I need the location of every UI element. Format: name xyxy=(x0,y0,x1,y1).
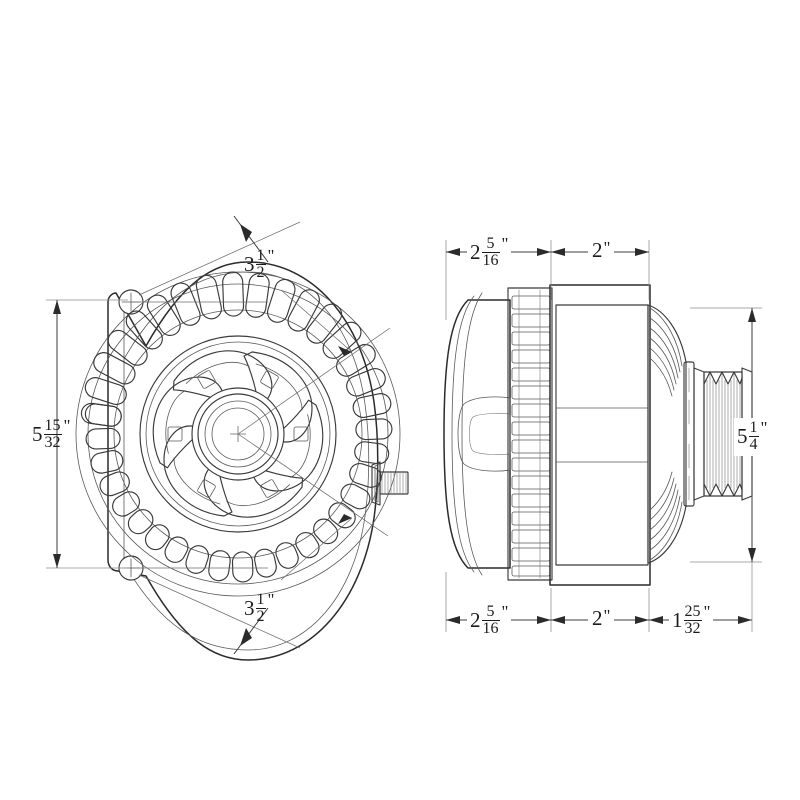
dim-whole: 3 xyxy=(244,252,255,277)
dim-numerator: 5 xyxy=(486,235,495,252)
dim-numerator: 1 xyxy=(749,419,758,436)
dim-unit: " xyxy=(501,234,509,253)
rear-cooling-fins xyxy=(507,287,553,581)
dim-unit: " xyxy=(703,602,711,621)
dim-numerator: 15 xyxy=(44,417,61,434)
dim-denominator: 32 xyxy=(683,620,702,638)
front-view-group xyxy=(75,261,409,661)
dim-numerator: 5 xyxy=(486,603,495,620)
dim-whole: 3 xyxy=(244,596,255,621)
dim-front-bolt-bottom xyxy=(132,514,353,655)
dim-whole: 2 xyxy=(470,608,481,633)
dim-numerator: 1 xyxy=(256,247,265,264)
dim-unit: " xyxy=(603,238,611,257)
dim-denominator: 16 xyxy=(481,620,500,638)
front-center-leaders xyxy=(237,327,391,537)
dim-unit: " xyxy=(603,606,611,625)
rear-end-cover xyxy=(443,292,511,576)
dim-front-bolt-top xyxy=(132,215,353,356)
dim-label-side-top-seg2: 2" xyxy=(588,238,615,262)
dim-whole: 5 xyxy=(737,424,748,449)
dim-denominator: 32 xyxy=(43,434,62,452)
dim-unit: " xyxy=(267,246,275,265)
dim-front-overall-height xyxy=(46,299,128,569)
dim-denominator: 2 xyxy=(255,608,266,626)
housing-flange-outline xyxy=(107,261,379,661)
dim-denominator: 4 xyxy=(748,436,759,454)
dim-unit: " xyxy=(760,418,768,437)
side-view-group xyxy=(443,284,753,586)
dim-numerator: 1 xyxy=(256,591,265,608)
cooling-slot-ring xyxy=(75,271,401,597)
stator-body xyxy=(549,284,651,586)
dim-unit: " xyxy=(501,602,509,621)
dim-denominator: 2 xyxy=(255,264,266,282)
dim-unit: " xyxy=(63,416,71,435)
dim-whole: 5 xyxy=(32,422,43,447)
dim-whole: 2 xyxy=(592,606,603,630)
b-plus-threaded-stud[interactable] xyxy=(371,461,409,506)
dim-denominator: 16 xyxy=(481,252,500,270)
dim-label-side-bottom-seg2: 2" xyxy=(588,606,615,630)
drive-end-fins xyxy=(647,304,695,564)
dim-whole: 2 xyxy=(470,240,481,265)
dim-whole: 1 xyxy=(672,608,683,633)
dim-whole: 2 xyxy=(592,238,603,262)
dim-numerator: 25 xyxy=(684,603,701,620)
dim-unit: " xyxy=(267,590,275,609)
